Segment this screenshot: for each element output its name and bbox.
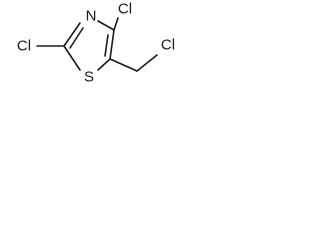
bond-s1-c2	[63, 45, 81, 71]
bond-c4-cl	[113, 17, 119, 31]
atom-label-n3: N	[86, 8, 97, 25]
bond-n3-c4	[97, 20, 115, 31]
bond-c5-s1	[97, 58, 111, 71]
bond-c5-ch2	[109, 58, 138, 72]
chemical-structure-diagram: N S Cl Cl Cl	[17, 1, 175, 86]
bond-c4-c5-inner	[104, 34, 109, 57]
bond-c2-n3-inner	[69, 27, 84, 49]
atom-label-cl-c2: Cl	[17, 38, 31, 55]
atom-label-cl-ch2: Cl	[161, 37, 175, 54]
bond-ch2-cl	[136, 54, 158, 72]
bond-c4-c5-outer	[109, 29, 115, 60]
atom-label-s1: S	[84, 69, 94, 86]
atom-label-cl-c4: Cl	[118, 1, 132, 18]
bond-c2-n3-outer	[63, 22, 81, 47]
